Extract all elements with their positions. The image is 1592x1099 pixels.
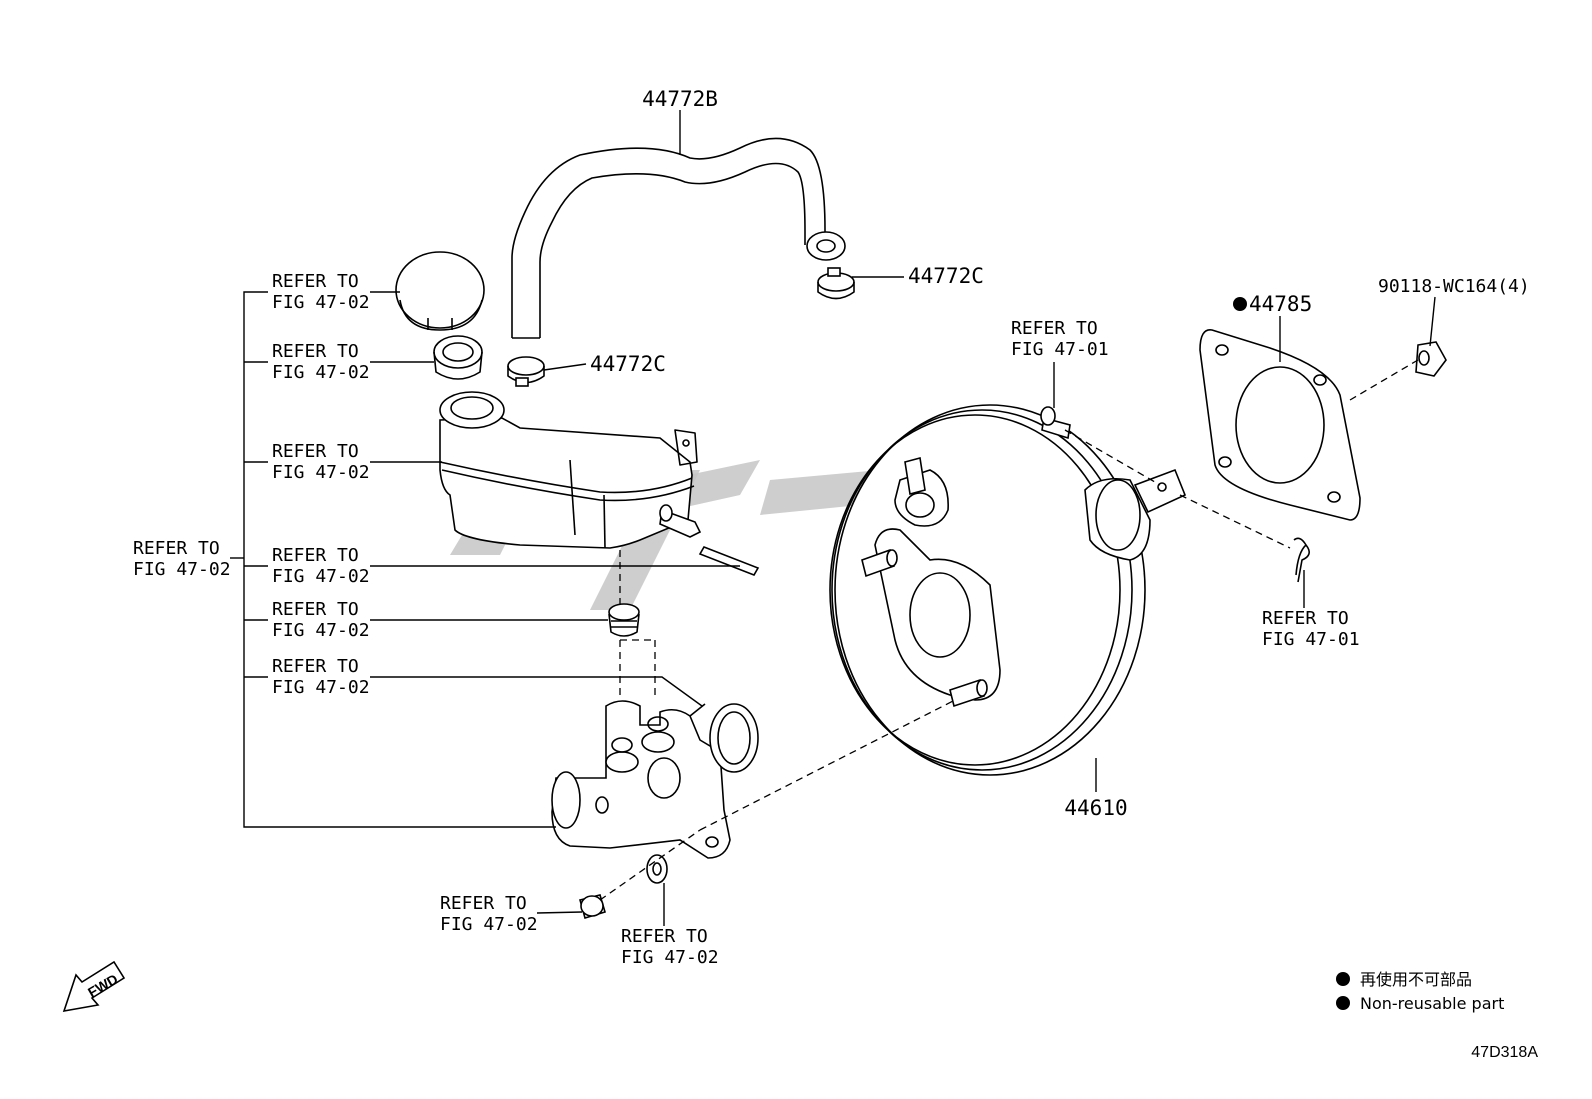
- refer-reservoir: REFER TO FIG 47-02: [272, 441, 370, 483]
- label-nut-90118: 90118-WC164(4): [1378, 276, 1530, 297]
- svg-text:FIG 47-02: FIG 47-02: [272, 566, 370, 587]
- svg-text:REFER TO: REFER TO: [272, 341, 359, 362]
- svg-text:FIG 47-02: FIG 47-02: [272, 292, 370, 313]
- reservoir-cap: [395, 251, 485, 331]
- svg-text:REFER TO: REFER TO: [440, 893, 527, 914]
- refer-master-cylinder: REFER TO FIG 47-02: [133, 538, 231, 580]
- reservoir-tank: [439, 391, 702, 549]
- label-gasket-44785: 44785: [1249, 292, 1312, 316]
- washer: [646, 854, 668, 884]
- svg-text:FIG 47-02: FIG 47-02: [440, 914, 538, 935]
- figure-code: 47D318A: [1471, 1044, 1538, 1061]
- svg-text:REFER TO: REFER TO: [272, 599, 359, 620]
- label-booster-44610: 44610: [1064, 796, 1127, 820]
- label-hose-44772b: 44772B: [642, 87, 718, 111]
- legend-dot-1: [1336, 972, 1350, 986]
- clip: [1293, 537, 1310, 583]
- non-reusable-mark: [1233, 297, 1247, 311]
- nut-bottom: [579, 894, 606, 920]
- master-cylinder: [551, 700, 759, 859]
- svg-text:FIG 47-01: FIG 47-01: [1262, 629, 1360, 650]
- legend-dot-2: [1336, 996, 1350, 1010]
- svg-text:REFER TO: REFER TO: [621, 926, 708, 947]
- svg-text:REFER TO: REFER TO: [133, 538, 220, 559]
- svg-text:REFER TO: REFER TO: [272, 545, 359, 566]
- refer-washer: REFER TO FIG 47-02: [621, 926, 719, 968]
- svg-text:REFER TO: REFER TO: [272, 271, 359, 292]
- svg-text:FIG 47-01: FIG 47-01: [1011, 339, 1109, 360]
- svg-text:FIG 47-02: FIG 47-02: [272, 677, 370, 698]
- svg-text:FIG 47-02: FIG 47-02: [272, 362, 370, 383]
- svg-text:FIG 47-02: FIG 47-02: [133, 559, 231, 580]
- grommet: [608, 603, 640, 637]
- refer-oring: REFER TO FIG 47-02: [272, 656, 370, 698]
- gasket: [1199, 329, 1361, 521]
- refer-grommet: REFER TO FIG 47-02: [272, 599, 370, 641]
- legend-english: Non-reusable part: [1360, 994, 1504, 1013]
- svg-text:REFER TO: REFER TO: [1262, 608, 1349, 629]
- svg-text:REFER TO: REFER TO: [1011, 318, 1098, 339]
- clevis-pin: [1040, 406, 1071, 440]
- nut-right: [1415, 341, 1447, 377]
- vacuum-hose: [511, 137, 846, 339]
- hose-clip-left: [507, 356, 545, 387]
- svg-text:REFER TO: REFER TO: [272, 656, 359, 677]
- svg-text:REFER TO: REFER TO: [272, 441, 359, 462]
- refer-strainer: REFER TO FIG 47-02: [272, 341, 370, 383]
- legend-japanese: 再使用不可部品: [1360, 970, 1472, 989]
- label-clip-44772c-right: 44772C: [908, 264, 984, 288]
- fwd-arrow-icon: FWD: [62, 960, 126, 1013]
- legend: 再使用不可部品 Non-reusable part: [1336, 970, 1504, 1013]
- leader-lines: [230, 110, 1436, 926]
- refer-cap: REFER TO FIG 47-02: [272, 271, 370, 313]
- brake-booster: [829, 404, 1187, 776]
- svg-text:FIG 47-02: FIG 47-02: [272, 620, 370, 641]
- label-clip-44772c-left: 44772C: [590, 352, 666, 376]
- reservoir-strainer: [433, 335, 483, 380]
- svg-text:FIG 47-02: FIG 47-02: [621, 947, 719, 968]
- pin: [698, 546, 760, 576]
- refer-clevis-pin: REFER TO FIG 47-01: [1011, 318, 1109, 360]
- refer-nut-bottom: REFER TO FIG 47-02: [440, 893, 538, 935]
- svg-text:FIG 47-02: FIG 47-02: [272, 462, 370, 483]
- refer-pin: REFER TO FIG 47-02: [272, 545, 370, 587]
- refer-clip-pin: REFER TO FIG 47-01: [1262, 608, 1360, 650]
- hose-clip-right: [817, 267, 855, 300]
- assembly-lines: [599, 359, 1419, 901]
